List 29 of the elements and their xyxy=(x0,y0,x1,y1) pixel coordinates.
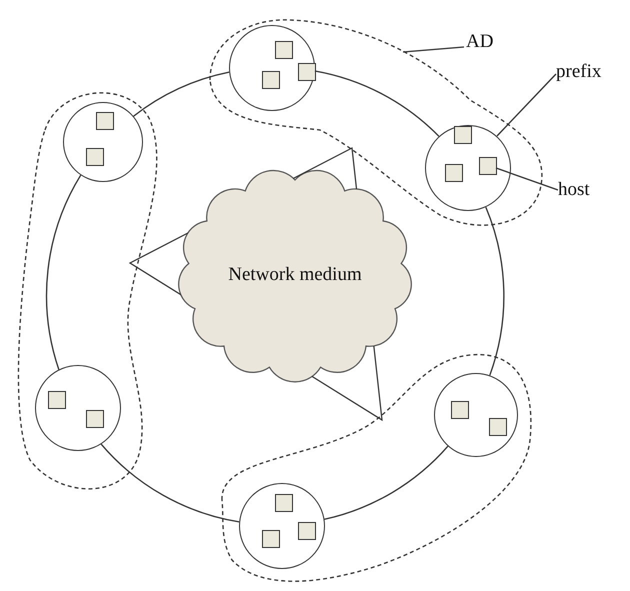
host-square xyxy=(86,148,104,166)
host-square xyxy=(48,391,66,409)
ring-arc xyxy=(46,174,82,370)
host-square xyxy=(489,418,507,436)
callout-label: host xyxy=(558,178,590,202)
host-square xyxy=(298,522,316,540)
host-square xyxy=(298,63,316,81)
host-square xyxy=(275,494,293,512)
host-square xyxy=(451,401,469,419)
ring-arc xyxy=(485,206,504,376)
callout-label: prefix xyxy=(556,60,602,84)
ring-arc xyxy=(133,71,230,117)
host-square xyxy=(262,530,280,548)
host-square xyxy=(445,164,463,182)
prefix-circle xyxy=(425,125,511,211)
leader-line xyxy=(402,46,464,53)
ring-arc xyxy=(100,444,240,523)
ring-arc xyxy=(314,70,440,137)
host-square xyxy=(454,126,472,144)
host-square xyxy=(86,410,104,428)
cloud-label: Network medium xyxy=(228,264,362,286)
leader-line xyxy=(496,167,558,191)
host-square xyxy=(262,71,280,89)
host-square xyxy=(96,112,114,130)
host-square xyxy=(275,41,293,59)
callout-label: AD xyxy=(466,30,494,54)
leader-line xyxy=(496,74,556,136)
host-square xyxy=(479,157,497,175)
ring-arc xyxy=(324,446,448,520)
